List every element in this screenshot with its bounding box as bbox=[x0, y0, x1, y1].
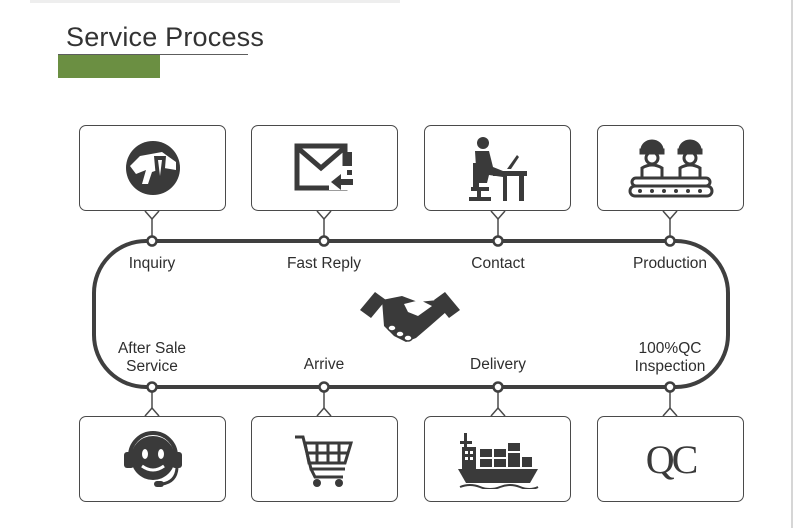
node-dot bbox=[146, 235, 158, 247]
label-line-2: Inspection bbox=[634, 358, 706, 375]
pointer-tick bbox=[662, 406, 678, 417]
label-line-1: After Sale bbox=[117, 340, 187, 357]
step-label-arrive: Arrive bbox=[303, 356, 345, 373]
right-divider bbox=[791, 0, 793, 528]
pointer-tick bbox=[144, 406, 160, 417]
step-label-inquiry: Inquiry bbox=[128, 255, 176, 272]
mail-reply-icon bbox=[294, 143, 353, 191]
step-label-contact: Contact bbox=[471, 255, 525, 272]
step-label-delivery: Delivery bbox=[470, 356, 526, 373]
node-dot bbox=[146, 381, 158, 393]
node-dot bbox=[492, 381, 504, 393]
step-label-after-sale: After Sale Service bbox=[92, 340, 212, 376]
step-box-delivery bbox=[424, 416, 571, 502]
pointer-tick bbox=[144, 210, 160, 221]
page-title: Service Process bbox=[66, 22, 265, 52]
qc-icon: QC bbox=[645, 437, 699, 482]
step-box-production bbox=[597, 125, 744, 211]
step-box-qc-inspection: QC bbox=[597, 416, 744, 502]
pointer-tick bbox=[490, 210, 506, 221]
node-dot bbox=[318, 381, 330, 393]
step-label-qc: 100%QC Inspection bbox=[610, 340, 730, 376]
logo-icon bbox=[125, 141, 180, 195]
handshake-icon bbox=[360, 292, 460, 342]
label-line-2: Service bbox=[126, 358, 178, 375]
pointer-tick bbox=[490, 406, 506, 417]
step-box-contact bbox=[424, 125, 571, 211]
title-underline bbox=[58, 54, 248, 55]
loop-path bbox=[92, 239, 730, 389]
step-box-fast-reply bbox=[251, 125, 398, 211]
person-desk-icon bbox=[468, 137, 527, 201]
label-line-1: 100%QC bbox=[638, 340, 702, 357]
cargo-ship-icon bbox=[457, 433, 538, 489]
step-box-arrive bbox=[251, 416, 398, 502]
top-divider bbox=[30, 0, 400, 3]
pointer-tick bbox=[316, 406, 332, 417]
pointer-tick bbox=[316, 210, 332, 221]
node-dot bbox=[664, 235, 676, 247]
node-dot bbox=[318, 235, 330, 247]
step-box-inquiry bbox=[79, 125, 226, 211]
step-box-after-sale-service bbox=[79, 416, 226, 502]
shopping-cart-icon bbox=[294, 435, 353, 487]
title-accent-bar bbox=[58, 55, 160, 78]
step-label-production: Production bbox=[632, 255, 708, 272]
step-label-fast-reply: Fast Reply bbox=[286, 255, 362, 272]
node-dot bbox=[664, 381, 676, 393]
node-dot bbox=[492, 235, 504, 247]
pointer-tick bbox=[662, 210, 678, 221]
workers-conveyor-icon bbox=[628, 139, 713, 198]
headset-smiley-icon bbox=[123, 431, 182, 487]
